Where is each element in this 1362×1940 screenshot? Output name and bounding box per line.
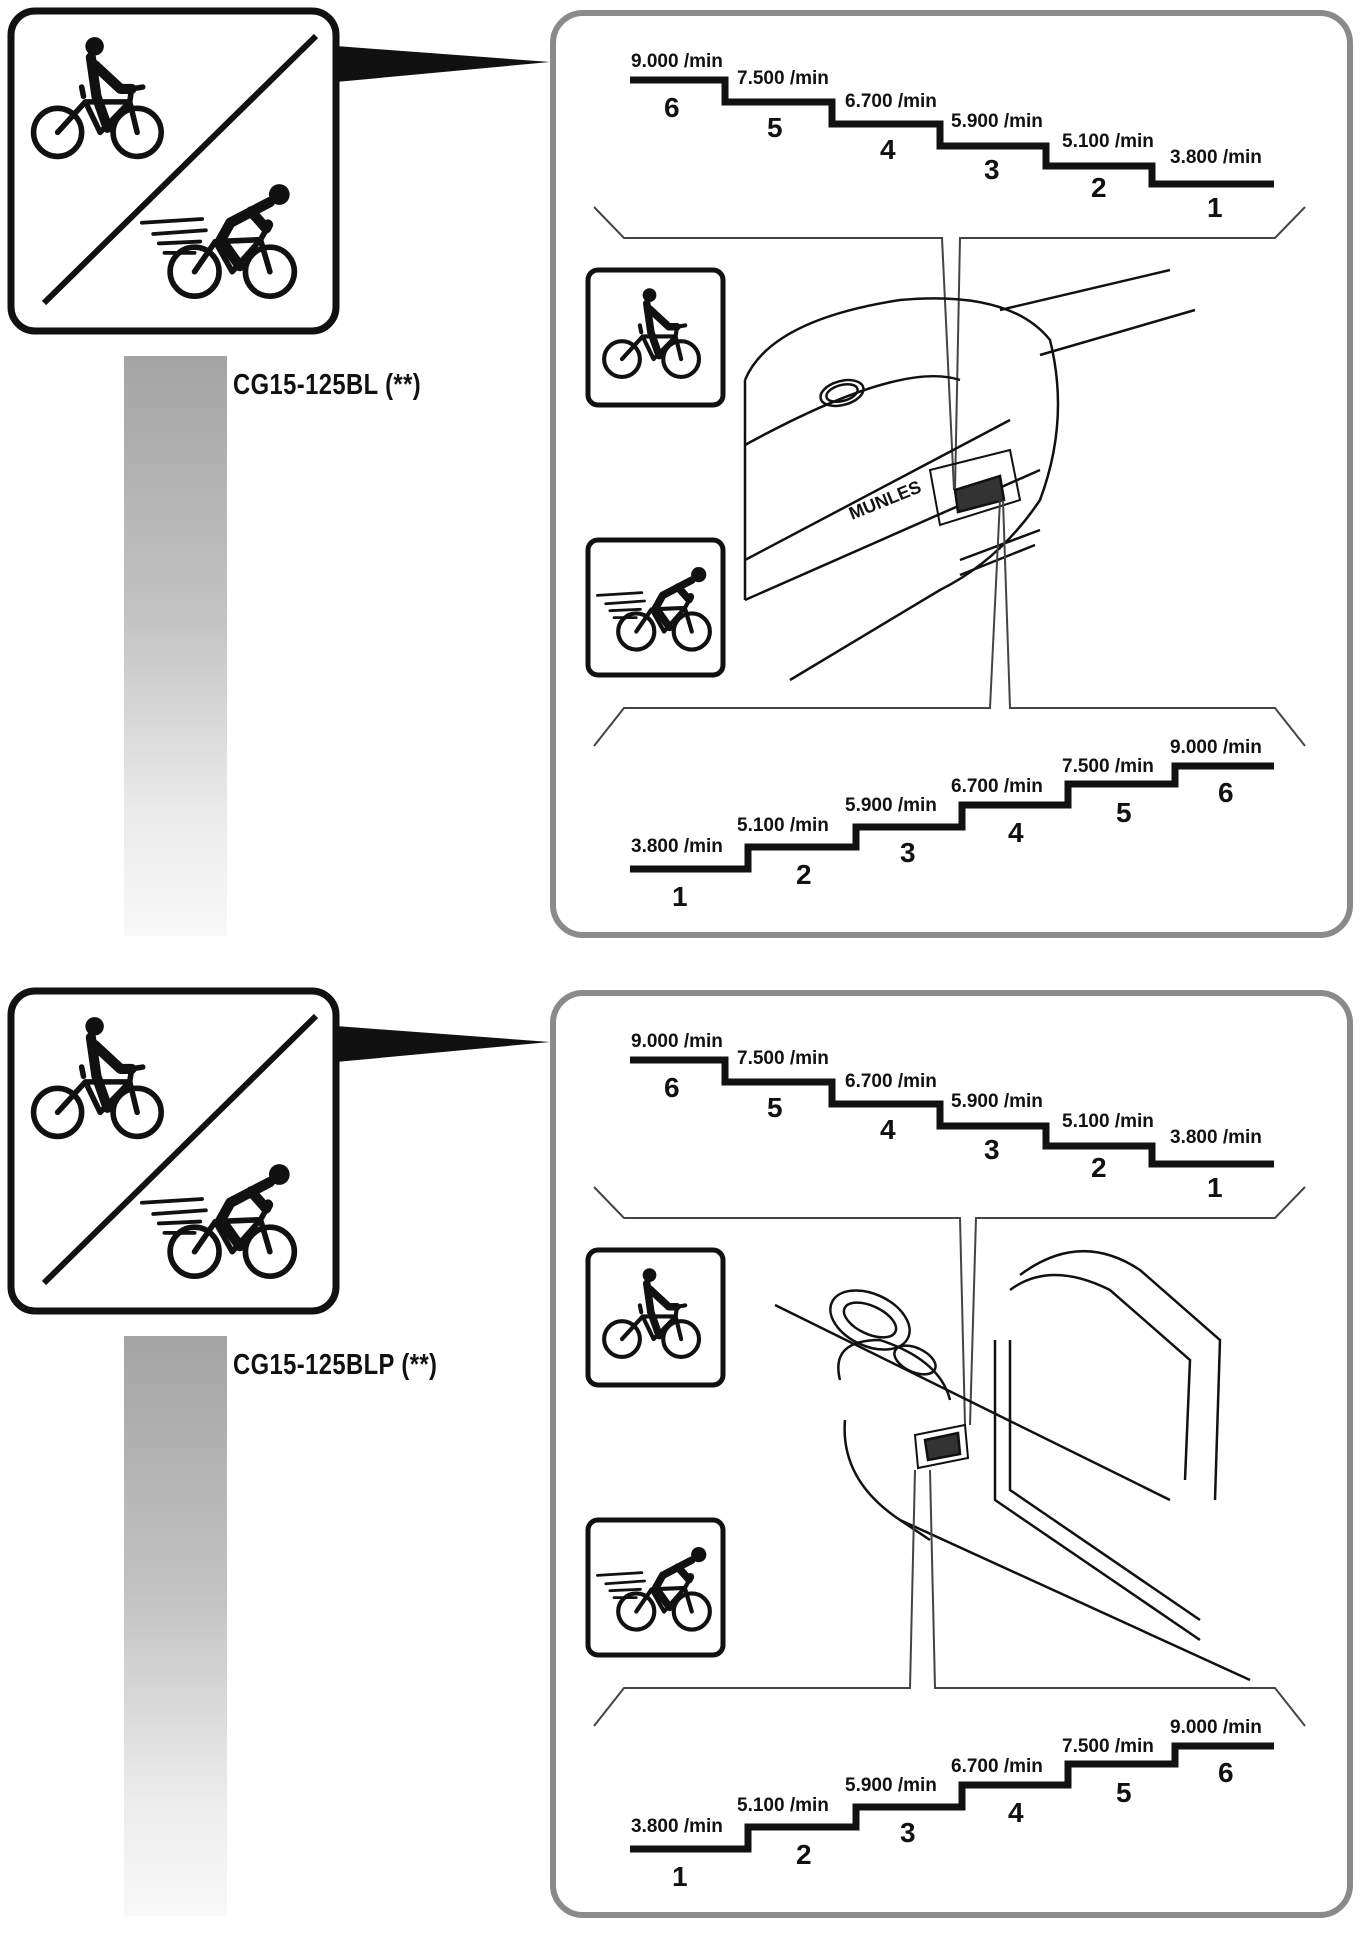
slow-mode-icon-box [585, 1247, 726, 1388]
speed-label: 9.000 /min [1170, 1717, 1262, 1738]
speed-label: 5.100 /min [1062, 131, 1154, 152]
speed-label: 5.100 /min [737, 815, 829, 836]
speed-label: 9.000 /min [1170, 737, 1262, 758]
speed-label: 6.700 /min [951, 776, 1043, 797]
speed-label: 7.500 /min [737, 68, 829, 89]
section-cg15-125blp: CG15-125BLP (**) 9.000 /min 7.500 /min 6… [0, 980, 1362, 1940]
speed-label: 6.700 /min [845, 1071, 937, 1092]
step-number: 6 [664, 1072, 680, 1103]
speed-label: 5.900 /min [951, 111, 1043, 132]
step-number: 2 [1091, 1152, 1107, 1183]
step-number: 4 [880, 134, 896, 165]
step-number: 5 [1116, 797, 1132, 828]
step-number: 1 [672, 1861, 688, 1892]
speed-label: 7.500 /min [1062, 1736, 1154, 1757]
speed-label: 6.700 /min [951, 1756, 1043, 1777]
speed-label: 5.100 /min [1062, 1111, 1154, 1132]
speed-label: 7.500 /min [737, 1048, 829, 1069]
speed-label: 5.900 /min [845, 1775, 937, 1796]
step-number: 2 [796, 1839, 812, 1870]
bottom-step-numbers: 1 2 3 4 5 6 [672, 777, 1234, 912]
model-label: CG15-125BL (**) [233, 369, 422, 401]
speed-label: 3.800 /min [631, 836, 723, 857]
section-cg15-125bl: CG15-125BL (**) [0, 0, 1362, 960]
slow-mode-icon-box [585, 267, 726, 408]
step-number: 5 [767, 112, 783, 143]
step-number: 5 [767, 1092, 783, 1123]
bottom-step-numbers: 1 2 3 4 5 6 [672, 1757, 1234, 1892]
step-number: 1 [1207, 192, 1223, 223]
model-label: CG15-125BLP (**) [233, 1349, 438, 1381]
step-number: 3 [900, 1817, 916, 1848]
speed-dial-illustration: 9.000 /min 7.500 /min 6.700 /min 5.900 /… [7, 7, 1353, 938]
fast-mode-icon-box [585, 537, 726, 678]
step-number: 4 [1008, 817, 1024, 848]
gradient-bar [124, 1336, 227, 1916]
step-number: 6 [1218, 1757, 1234, 1788]
top-speed-labels: 9.000 /min 7.500 /min 6.700 /min 5.900 /… [631, 51, 1262, 168]
speed-range-sign [7, 7, 550, 335]
step-number: 4 [1008, 1797, 1024, 1828]
tool-body [743, 268, 1196, 682]
top-step-numbers: 6 5 4 3 2 1 [664, 92, 1223, 223]
speed-label: 3.800 /min [631, 1816, 723, 1837]
top-speed-labels: 9.000 /min 7.500 /min 6.700 /min 5.900 /… [631, 1031, 1262, 1148]
step-number: 3 [984, 1134, 1000, 1165]
step-number: 3 [900, 837, 916, 868]
step-number: 2 [796, 859, 812, 890]
step-number: 6 [1218, 777, 1234, 808]
speed-dial-illustration: 9.000 /min 7.500 /min 6.700 /min 5.900 /… [7, 987, 1353, 1918]
step-number: 1 [672, 881, 688, 912]
speed-range-sign [7, 987, 550, 1315]
speed-label: 5.100 /min [737, 1795, 829, 1816]
step-number: 1 [1207, 1172, 1223, 1203]
step-number: 5 [1116, 1777, 1132, 1808]
fast-mode-icon-box [585, 1517, 726, 1658]
step-number: 6 [664, 92, 680, 123]
speed-label: 9.000 /min [631, 1031, 723, 1052]
tool-body [774, 1250, 1251, 1682]
speed-label: 9.000 /min [631, 51, 723, 72]
speed-label: 5.900 /min [845, 795, 937, 816]
speed-label: 7.500 /min [1062, 756, 1154, 777]
bottom-staircase [630, 1742, 1274, 1853]
speed-label: 3.800 /min [1170, 147, 1262, 168]
speed-label: 5.900 /min [951, 1091, 1043, 1112]
gradient-bar [124, 356, 227, 936]
panel [550, 10, 1353, 938]
bottom-staircase [630, 762, 1274, 873]
speed-label: 3.800 /min [1170, 1127, 1262, 1148]
bottom-speed-labels: 3.800 /min 5.100 /min 5.900 /min 6.700 /… [631, 1717, 1262, 1837]
top-step-numbers: 6 5 4 3 2 1 [664, 1072, 1223, 1203]
top-staircase [630, 76, 1274, 188]
step-number: 3 [984, 154, 1000, 185]
speed-label: 6.700 /min [845, 91, 937, 112]
bottom-speed-labels: 3.800 /min 5.100 /min 5.900 /min 6.700 /… [631, 737, 1262, 857]
step-number: 2 [1091, 172, 1107, 203]
step-number: 4 [880, 1114, 896, 1145]
top-staircase [630, 1056, 1274, 1168]
